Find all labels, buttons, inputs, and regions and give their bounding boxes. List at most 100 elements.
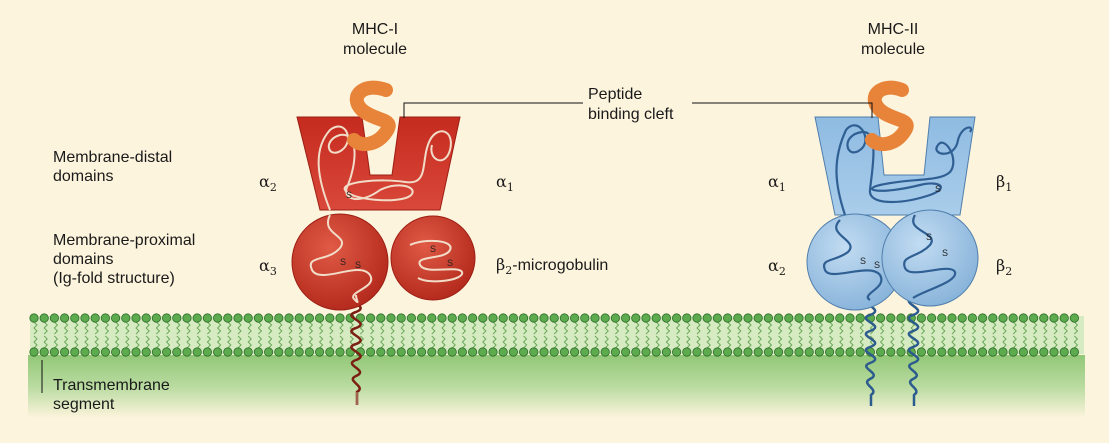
lipid-head: [886, 313, 896, 323]
lipid-tail: [879, 335, 885, 349]
lipid-head: [702, 313, 712, 323]
lipid-tail: [992, 335, 997, 349]
lipid-tail: [859, 335, 864, 349]
lipid-head: [447, 313, 457, 323]
lipid-tail: [992, 321, 997, 335]
lipid-tail: [339, 321, 344, 335]
lipid-head: [274, 313, 284, 323]
lipid-tail: [1022, 321, 1028, 335]
lipid-tail: [828, 321, 834, 335]
lipid-tail: [125, 335, 130, 349]
lipid-head: [549, 347, 559, 357]
lipid-head: [192, 313, 202, 323]
lipid-head: [488, 313, 498, 323]
lipid-tail: [533, 321, 538, 335]
lipid-head: [1069, 313, 1080, 323]
lipid-tail: [788, 335, 793, 349]
lipid-head: [988, 313, 998, 323]
lipid-head: [213, 347, 223, 357]
lipid-tail: [890, 321, 895, 335]
lipid-tail: [451, 321, 456, 335]
lipid-head: [631, 313, 641, 323]
lipid-tail: [706, 335, 711, 349]
lipid-tail: [43, 321, 48, 335]
lipid-head: [39, 347, 49, 357]
disulfide-mark: S: [430, 244, 436, 254]
lipid-head: [467, 313, 478, 323]
lipid-head: [539, 313, 549, 323]
lipid-head: [396, 313, 406, 323]
lipid-head: [651, 347, 661, 357]
lipid-head: [600, 313, 610, 323]
lipid-tail: [859, 321, 864, 335]
lipid-tail: [33, 335, 38, 349]
lipid-head: [886, 347, 896, 357]
lipid-tail: [216, 321, 222, 335]
lipid-head: [784, 347, 794, 357]
mhc2-alpha2-ribbon: [822, 219, 883, 301]
lipid-tail: [706, 321, 711, 335]
lipid-head: [590, 347, 600, 357]
mhc1-peptide: [347, 80, 396, 152]
lipid-head: [376, 347, 386, 357]
lipid-head: [182, 347, 192, 357]
lipid-tail: [726, 335, 732, 349]
lipid-tail: [686, 321, 691, 335]
lipid-head: [406, 313, 416, 323]
lipid-tail: [318, 321, 324, 335]
lipid-head: [447, 347, 457, 357]
lipid-tail: [655, 321, 660, 335]
lipid-head: [478, 313, 488, 323]
lipid-tail: [237, 321, 242, 335]
lipid-tail: [206, 321, 212, 335]
mhc2-transmembrane-helix-beta: [907, 296, 920, 406]
lipid-tail: [818, 321, 824, 335]
lipid-head: [824, 313, 835, 323]
lipid-tail: [369, 321, 375, 335]
membrane-proximal-label-line2: domains: [53, 251, 113, 268]
lipid-head: [1008, 313, 1018, 323]
lipid-head: [243, 347, 253, 357]
lipid-tail: [471, 335, 477, 349]
lipid-head: [773, 347, 784, 357]
lipid-head: [559, 347, 570, 357]
lipid-head: [916, 313, 927, 323]
lipid-head: [712, 313, 723, 323]
lipid-tail: [278, 321, 283, 335]
lipid-head: [722, 347, 733, 357]
lipid-tail: [186, 321, 191, 335]
lipid-head: [896, 313, 906, 323]
lipid-tail: [573, 335, 579, 349]
lipid-head: [998, 347, 1008, 357]
lipid-head: [437, 347, 447, 357]
lipid-head: [549, 313, 559, 323]
lipid-head: [600, 347, 610, 357]
lipid-tail: [114, 335, 120, 349]
lipid-head: [947, 313, 957, 323]
lipid-head: [671, 347, 682, 357]
disulfide-mark: S: [942, 248, 948, 258]
lipid-tail: [390, 335, 395, 349]
lipid-tail: [879, 321, 885, 335]
lipid-head: [467, 347, 478, 357]
lipid-head: [794, 347, 804, 357]
lipid-tail: [125, 321, 130, 335]
lipid-head: [1059, 347, 1069, 357]
lipid-head: [1018, 347, 1029, 357]
lipid-tail: [339, 335, 344, 349]
lipid-tail: [410, 335, 416, 349]
lipid-tail: [227, 321, 232, 335]
lipid-tail: [63, 321, 69, 335]
lipid-head: [223, 347, 233, 357]
lipid-tail: [267, 335, 273, 349]
lipid-tail: [665, 335, 671, 349]
lipid-tail: [512, 321, 518, 335]
lipid-head: [722, 313, 733, 323]
lipid-tail: [308, 335, 314, 349]
lipid-head: [172, 347, 182, 357]
lipid-head: [314, 313, 325, 323]
lipid-head: [192, 347, 202, 357]
lipid-head: [508, 347, 519, 357]
lipid-head: [508, 313, 519, 323]
lipid-tail: [53, 321, 59, 335]
